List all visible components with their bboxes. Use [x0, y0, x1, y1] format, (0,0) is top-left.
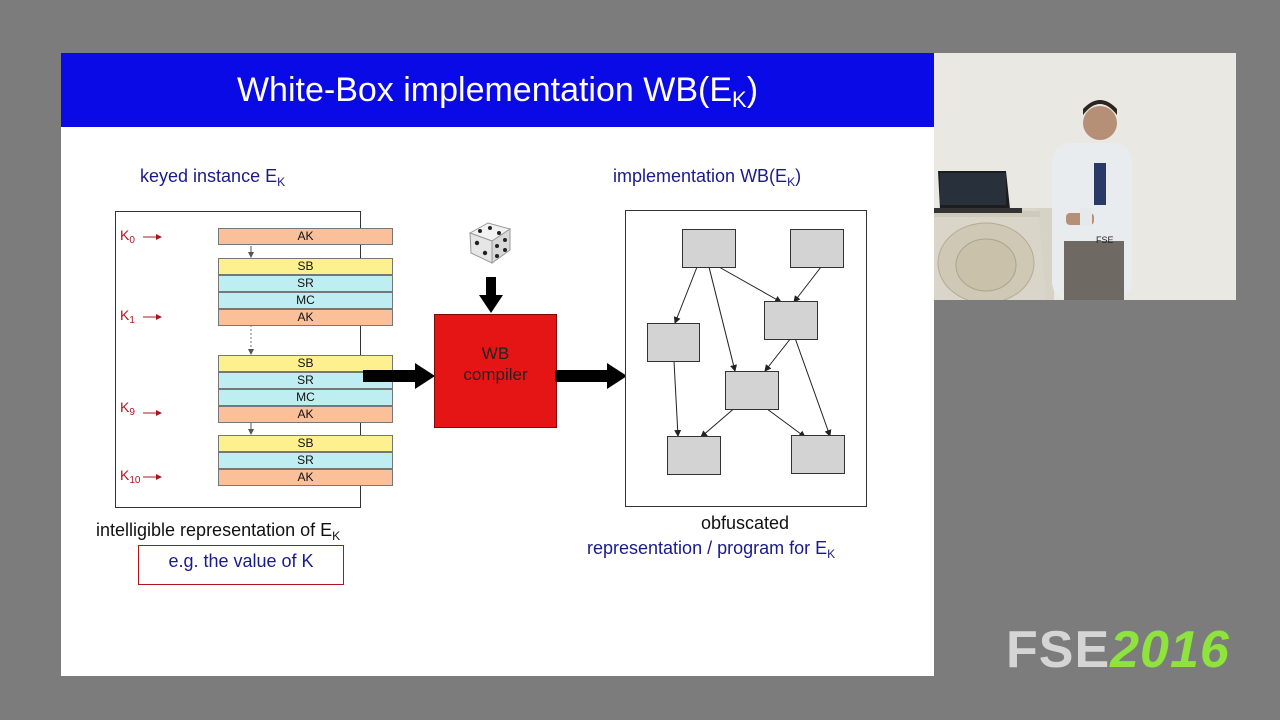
stage-ak-1: AK	[218, 309, 393, 326]
stage-sr-1: SR	[218, 275, 393, 292]
key-arrows	[143, 234, 162, 480]
graph-node	[667, 436, 721, 475]
right-heading: implementation WB(EK)	[613, 166, 802, 189]
stage-sb-1: SB	[218, 258, 393, 275]
left-heading: keyed instance EK	[140, 166, 286, 189]
graph-edges	[673, 266, 832, 438]
podium-badge: FSE	[1096, 235, 1114, 245]
wb-compiler-box	[434, 314, 557, 428]
stage-ak-0: AK	[218, 228, 393, 245]
speaker-video: FSE	[934, 53, 1236, 300]
arrow-down-icon	[479, 277, 503, 313]
title-bar	[61, 53, 934, 127]
caption-right-line1: obfuscated	[700, 513, 790, 533]
stage-sr-9: SR	[218, 372, 393, 389]
graph-node	[725, 371, 779, 410]
stage-ak-9: AK	[218, 406, 393, 423]
arrow-right-icon	[555, 363, 627, 389]
slide-title: White-Box implementation WB(EK)	[236, 71, 759, 112]
caption-left: intelligible representation of EK	[96, 520, 341, 543]
graph-node	[764, 301, 818, 340]
graph-node	[791, 435, 845, 474]
wb-compiler-label: WB compiler	[463, 344, 528, 384]
graph-node	[647, 323, 700, 362]
key-example: e.g. the value of K	[168, 551, 314, 571]
stage-mc-9: MC	[218, 389, 393, 406]
stage-sr-10: SR	[218, 452, 393, 469]
stage-sb-9: SB	[218, 355, 393, 372]
key-example-box	[138, 545, 344, 585]
round-connectors	[248, 246, 254, 435]
stage-ak-10: AK	[218, 469, 393, 486]
arrow-right-icon	[363, 363, 435, 389]
key-label-k1: K1	[120, 307, 135, 326]
event-logo: FSE2016	[1006, 621, 1230, 679]
key-label-k10: K10	[120, 467, 141, 486]
slide: White-Box implementation WB(EK) keyed in…	[61, 53, 934, 676]
graph-node	[682, 229, 736, 268]
cipher-rounds-frame: AK SB SR MC AK SB SR MC AK SB SR AK	[115, 211, 393, 508]
caption-right-line2: representation / program for EK	[587, 538, 836, 561]
graph-node	[790, 229, 844, 268]
key-label-k0: K0	[120, 227, 135, 246]
stage-mc-1: MC	[218, 292, 393, 309]
speaker-scene	[934, 53, 1236, 300]
key-label-k9: K9	[120, 399, 135, 418]
stage-sb-10: SB	[218, 435, 393, 452]
dice-icon	[468, 222, 512, 264]
